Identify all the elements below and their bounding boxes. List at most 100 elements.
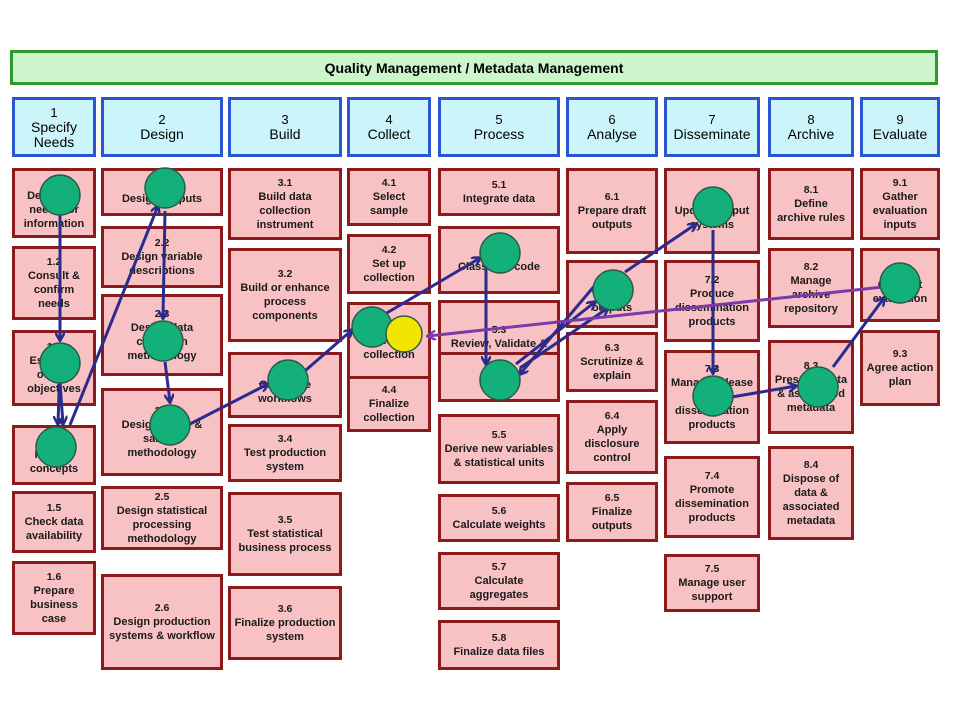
subprocess-number: 9.2 [892, 265, 908, 277]
subprocess-number: 8.1 [803, 184, 819, 196]
subprocess-name: Consult & confirm needs [28, 270, 80, 310]
phase-name: Build [269, 126, 301, 142]
subprocess-number: 8.3 [803, 360, 819, 372]
subprocess-name: Produce dissemination products [675, 288, 749, 328]
subprocess-number: 3.4 [277, 433, 293, 445]
subprocess-name: Integrate data [462, 193, 536, 205]
subprocess-number: 5.4 [491, 364, 507, 376]
phase-number: 8 [807, 112, 815, 127]
subprocess-name: Finalize outputs [591, 506, 633, 532]
subprocess-number: 6.1 [604, 191, 620, 203]
subprocess-name: Manage user support [678, 577, 746, 603]
subprocess-name: Finalize production system [234, 617, 336, 643]
subprocess-number: 2.2 [154, 237, 170, 249]
subprocess-number: 8.4 [803, 459, 819, 471]
subprocess-number: 2.5 [154, 491, 170, 503]
phase-name: Analyse [587, 126, 637, 142]
subprocess-name: Dispose of data & associated metadata [782, 473, 840, 527]
subprocess-number: 8.2 [803, 261, 819, 273]
subprocess-name: Check data availability [24, 516, 84, 542]
subprocess-number: 5.2 [491, 247, 507, 259]
phase-number: 3 [281, 112, 289, 127]
subprocess-name: Design frame & sample methodology [121, 419, 203, 459]
subprocess-number: 6.2 [604, 274, 620, 286]
subprocess-number: 5.8 [491, 632, 507, 644]
subprocess-name: Promote dissemination products [675, 484, 749, 524]
subprocess-number: 1.1 [46, 176, 62, 188]
subprocess-name: Define archive rules [777, 198, 845, 224]
subprocess-number: 5.5 [491, 429, 507, 441]
subprocess-number: 3.5 [277, 514, 293, 526]
subprocess-number: 3.6 [277, 603, 293, 615]
subprocess-number: 5.3 [491, 324, 507, 336]
subprocess-name: Configure workflows [258, 379, 312, 405]
subprocess-number: 2.1 [154, 179, 170, 191]
subprocess-number: 6.4 [604, 410, 620, 422]
subprocess-name: Identify concepts [29, 449, 79, 475]
subprocess-number: 7.3 [704, 363, 720, 375]
subprocess-name: Gather evaluation inputs [872, 191, 928, 231]
banner-quality-management: Quality Management / Metadata Management [10, 50, 938, 85]
phase-number: 6 [608, 112, 616, 127]
phase-number: 2 [158, 112, 166, 127]
subprocess-name: Design data collection methodology [127, 322, 197, 362]
subprocess-name: Build data collection instrument [256, 191, 314, 231]
subprocess-name: Design statistical processing methodolog… [116, 505, 208, 545]
subprocess-number: 1.2 [46, 256, 62, 268]
subprocess-name: Finalize data files [453, 646, 545, 658]
subprocess-name: Prepare business case [30, 585, 78, 625]
phase-name: Evaluate [872, 126, 928, 142]
subprocess-name: Preserve data & associated metadata [774, 374, 848, 414]
phase-name: Disseminate [673, 126, 751, 142]
subprocess-number: 9.3 [892, 348, 908, 360]
subprocess-name: Select sample [370, 191, 408, 217]
subprocess-number: 4.1 [381, 177, 397, 189]
subprocess-number: 2.4 [154, 405, 170, 417]
subprocess-name: Classify & code [458, 261, 540, 273]
subprocess-number: 1.5 [46, 502, 62, 514]
subprocess-name: Build or enhance process components [240, 282, 330, 322]
subprocess-name: Design production systems & workflow [109, 616, 215, 642]
phase-name: Process [473, 126, 525, 142]
subprocess-number: 2.6 [154, 602, 170, 614]
subprocess-number: 5.6 [491, 505, 507, 517]
subprocess-number: 1.6 [46, 571, 62, 583]
subprocess-name: Design variable descriptions [121, 251, 203, 277]
subprocess-number: 7.1 [704, 191, 720, 203]
subprocess-name: Update output systems [674, 205, 750, 231]
subprocess-name: Run collection [363, 335, 415, 361]
phase-number: 1 [50, 104, 58, 120]
subprocess-name: Manage release of dissemination products [671, 377, 753, 431]
subprocess-name: Apply disclosure control [584, 424, 640, 464]
